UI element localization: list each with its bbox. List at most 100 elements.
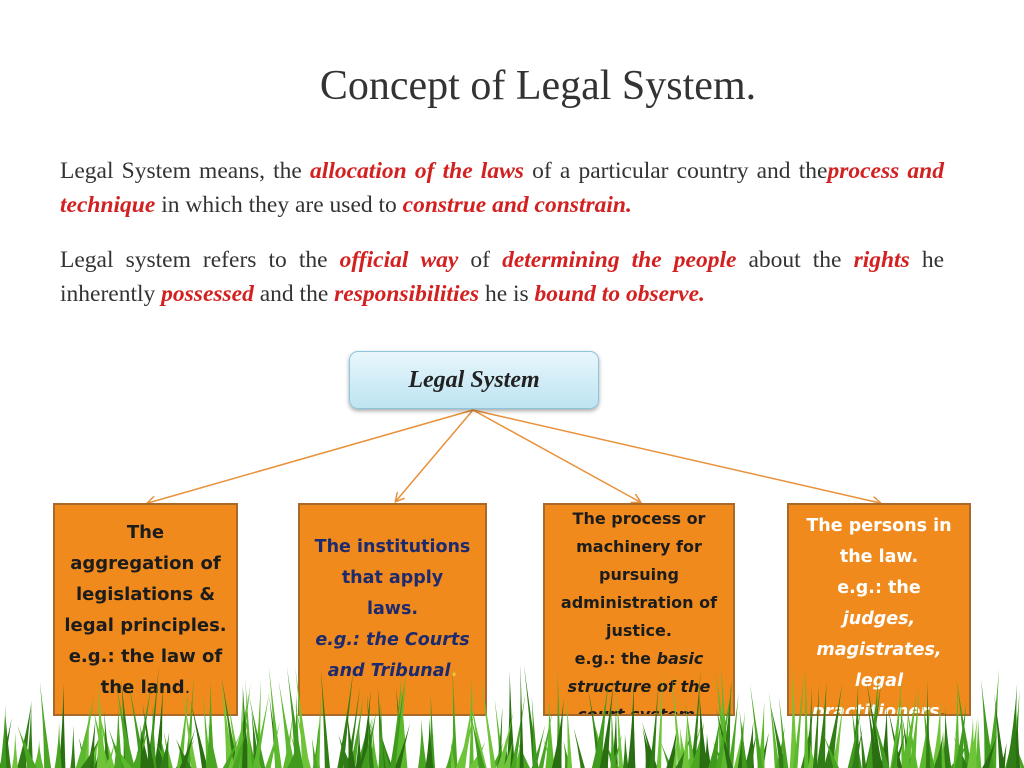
grass-blade <box>778 695 789 768</box>
grass-blade <box>899 685 906 768</box>
grass-blade <box>17 725 37 768</box>
grass-blade <box>33 740 44 768</box>
grass-blade <box>743 734 757 768</box>
grass-blade <box>933 733 943 768</box>
grass-blade <box>417 718 427 768</box>
grass-blade <box>867 700 880 768</box>
grass-blade <box>519 663 524 768</box>
definition-paragraph-2: Legal system refers to the official way … <box>60 247 944 307</box>
grass-blade <box>142 703 155 768</box>
grass-blade <box>789 665 798 768</box>
grass-blade <box>104 741 116 768</box>
box-persons: The persons in the law. e.g.: the judges… <box>787 503 971 716</box>
grass-blade <box>338 734 353 768</box>
grass-blade <box>708 714 721 768</box>
grass-blade <box>622 733 629 768</box>
grass-blade <box>816 681 827 768</box>
grass-blade <box>690 668 701 768</box>
grass-blade <box>551 698 564 768</box>
grass-blade <box>86 731 102 768</box>
slide-title: Concept of Legal System. <box>319 63 757 109</box>
grass-blade <box>610 703 616 768</box>
grass-blade <box>70 725 76 768</box>
grass-blade <box>823 683 843 768</box>
grass-blade <box>807 741 817 768</box>
grass-blade <box>685 699 696 768</box>
grass-blade <box>616 690 624 768</box>
grass-blade <box>506 670 515 768</box>
grass-blade <box>1006 683 1018 768</box>
grass-blade <box>361 710 377 768</box>
grass-blade <box>355 727 362 768</box>
grass-blade <box>293 693 301 768</box>
grass-blade <box>666 727 677 768</box>
grass-blade <box>1000 742 1007 768</box>
grass-blade <box>681 714 690 768</box>
grass-blade <box>491 742 504 768</box>
emphasis-possessed: possessed <box>161 281 254 307</box>
grass-blade <box>121 679 133 768</box>
grass-blade <box>739 710 748 768</box>
grass-blade <box>113 741 132 768</box>
grass-blade <box>176 689 189 768</box>
grass-blade <box>26 703 33 768</box>
grass-blade <box>954 702 967 768</box>
grass-blade <box>58 683 66 768</box>
grass-blade <box>17 700 32 768</box>
grass-blade <box>87 718 96 768</box>
grass-blade <box>455 711 475 768</box>
grass-blade <box>96 680 107 768</box>
grass-blade <box>54 722 62 768</box>
grass-blade <box>311 737 318 768</box>
grass-blade <box>287 742 298 768</box>
grass-blade <box>981 679 994 768</box>
grass-blade <box>159 732 170 768</box>
grass-blade <box>130 728 149 768</box>
grass-blade <box>721 681 732 768</box>
grass-blade <box>283 715 293 768</box>
grass-blade <box>154 686 163 768</box>
grass-blade <box>208 723 218 768</box>
definition-paragraph-1: Legal System means, the allocation of th… <box>60 158 944 218</box>
grass-blade <box>245 678 253 768</box>
grass-blade <box>656 667 663 768</box>
grass-blade <box>545 699 555 768</box>
grass-blade <box>768 690 780 768</box>
box-institutions: The institutions that apply laws. e.g.: … <box>298 503 487 716</box>
connector-arrow-2 <box>396 409 474 501</box>
grass-blade <box>903 709 914 768</box>
grass-blade <box>80 738 100 768</box>
emphasis-allocation: allocation of the laws <box>310 158 524 184</box>
grass-blade <box>987 668 1000 768</box>
grass-blade <box>967 716 976 768</box>
grass-blade <box>378 700 384 768</box>
grass-blade <box>450 741 456 768</box>
grass-blade <box>563 741 571 768</box>
connector-arrow-4 <box>472 409 880 503</box>
grass-blade <box>295 667 310 768</box>
grass-blade <box>139 723 151 768</box>
grass-blade <box>11 732 18 768</box>
grass-blade <box>994 693 1005 768</box>
grass-blade <box>425 718 434 768</box>
emphasis-official-way: official way <box>339 247 459 273</box>
grass-blade <box>469 673 474 768</box>
emphasis-rights: rights <box>853 247 910 273</box>
grass-blade <box>757 700 765 768</box>
grass-blade <box>75 694 94 768</box>
grass-blade <box>982 734 998 768</box>
grass-blade <box>320 669 330 768</box>
grass-blade <box>114 703 123 768</box>
grass-blade <box>573 728 585 768</box>
grass-blade <box>346 711 356 768</box>
emphasis-process: process and technique <box>60 158 944 218</box>
grass-blade <box>880 704 890 768</box>
grass-blade <box>925 678 931 768</box>
grass-blade <box>642 727 656 768</box>
grass-blade <box>566 697 573 768</box>
grass-blade <box>953 681 960 768</box>
grass-blade <box>627 683 636 768</box>
grass-blade <box>974 717 982 768</box>
emphasis-construe: construe and constrain. <box>402 192 632 218</box>
